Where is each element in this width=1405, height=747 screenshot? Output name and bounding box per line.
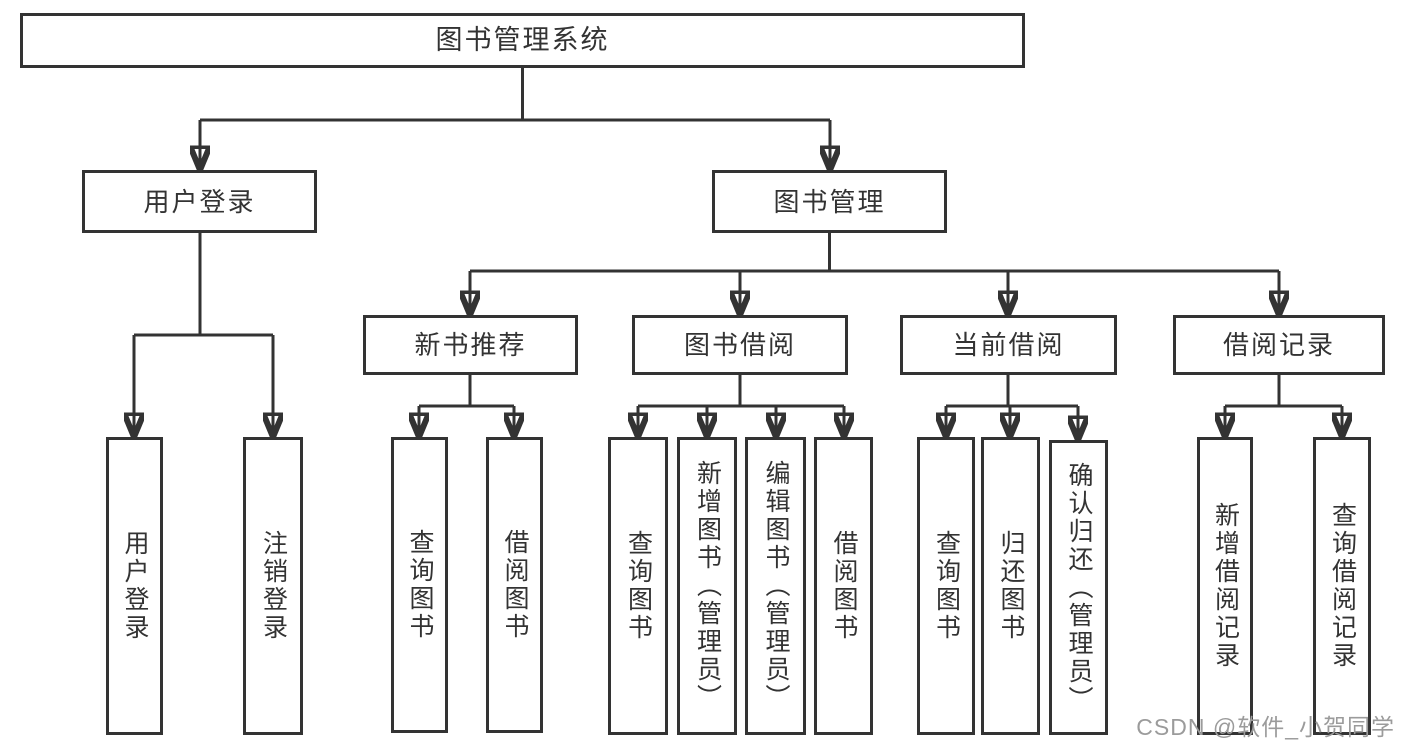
leaf-add-borrow-record: 新增借阅记录: [1197, 437, 1253, 735]
leaf-borrow-book-rec: 借阅图书: [486, 437, 543, 733]
node-borrow-records: 借阅记录: [1173, 315, 1385, 375]
leaf-confirm-return-admin: 确认归还（管理员）: [1049, 440, 1108, 735]
edges-borrow-records-to-leaves: [1225, 375, 1342, 435]
csdn-watermark: CSDN @软件_小贺同学: [1136, 714, 1395, 740]
node-book-borrow: 图书借阅: [632, 315, 848, 375]
leaf-query-borrow-record: 查询借阅记录: [1313, 437, 1371, 735]
node-user-login: 用户登录: [82, 170, 317, 233]
leaf-query-book-rec: 查询图书: [391, 437, 448, 733]
edges-new-book-rec-to-leaves: [419, 375, 514, 435]
edges-book-mgmt-to-level3: [470, 233, 1279, 313]
edges-book-borrow-to-leaves: [638, 375, 844, 435]
node-root: 图书管理系统: [20, 13, 1025, 68]
leaf-add-book-admin: 新增图书（管理员）: [677, 437, 737, 735]
leaf-user-login: 用户登录: [106, 437, 163, 735]
edges-root-to-level2: [200, 68, 830, 168]
leaf-logout: 注销登录: [243, 437, 303, 735]
leaf-return-book: 归还图书: [981, 437, 1040, 735]
leaf-edit-book-admin: 编辑图书（管理员）: [745, 437, 806, 735]
edges-user-login-to-leaves: [134, 233, 273, 435]
node-new-book-rec: 新书推荐: [363, 315, 578, 375]
leaf-borrow-book: 借阅图书: [814, 437, 873, 735]
leaf-query-book-borrow: 查询图书: [608, 437, 668, 735]
leaf-query-book-current: 查询图书: [917, 437, 975, 735]
edges-current-borrow-to-leaves: [946, 375, 1078, 438]
node-current-borrow: 当前借阅: [900, 315, 1117, 375]
node-book-mgmt: 图书管理: [712, 170, 947, 233]
